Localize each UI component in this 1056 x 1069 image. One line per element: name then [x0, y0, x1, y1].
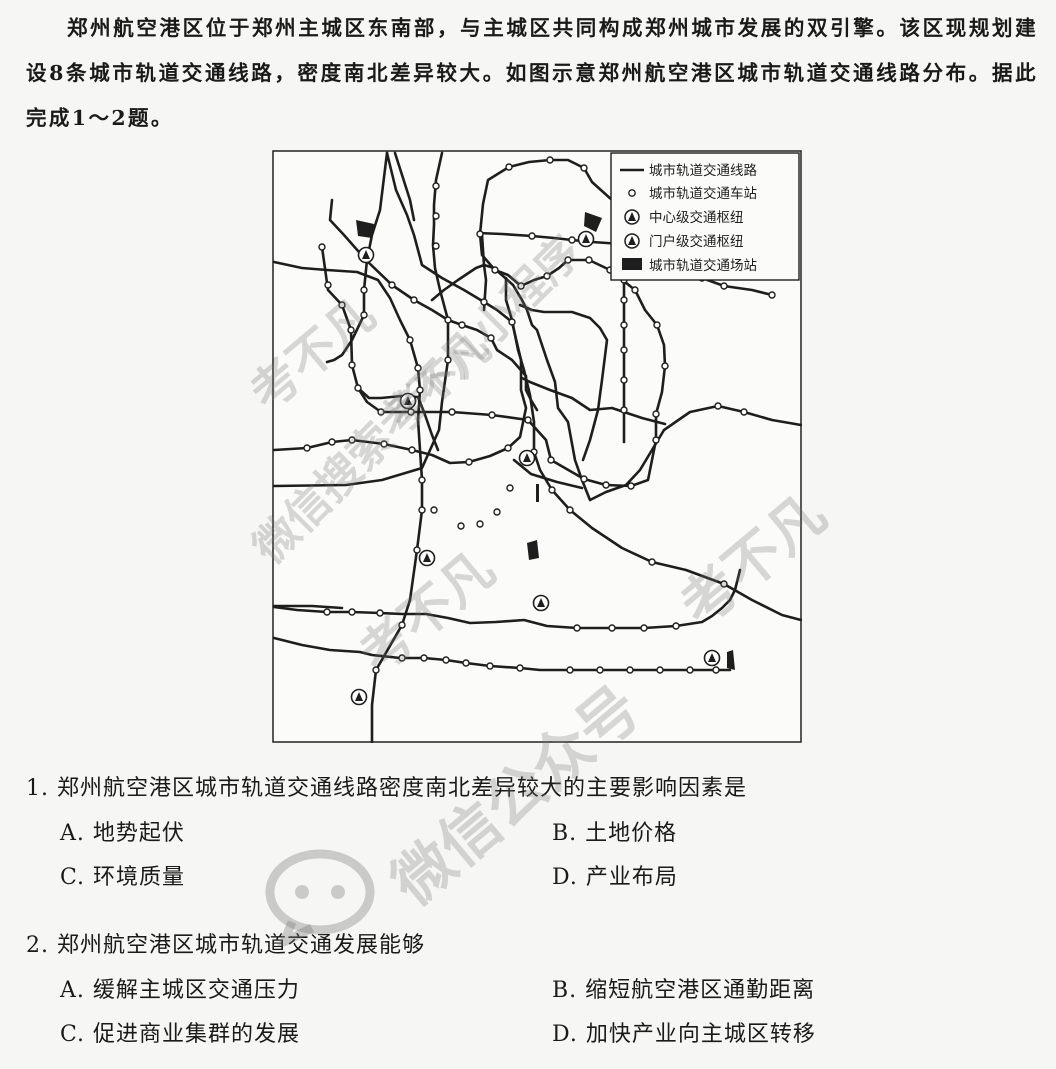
- depot-icon: [727, 650, 735, 670]
- q1-option-a[interactable]: A. 地势起伏: [60, 815, 185, 847]
- q2-option-d[interactable]: D. 加快产业向主城区转移: [552, 1016, 816, 1048]
- option-text: 加快产业向主城区转移: [585, 1022, 816, 1047]
- question-1-stem: 1. 郑州航空港区城市轨道交通线路密度南北差异较大的主要影响因素是: [26, 776, 747, 801]
- legend-label: 中心级交通枢纽: [649, 209, 744, 226]
- legend-label: 城市轨道交通线路: [649, 162, 757, 179]
- option-letter: A.: [60, 821, 85, 846]
- q2-option-a[interactable]: A. 缓解主城区交通压力: [60, 972, 300, 1004]
- central-hub-icon: [624, 209, 640, 225]
- depot-icon: [527, 540, 539, 560]
- depot-icon: [356, 220, 374, 238]
- rail-map: 城市轨道交通线路 城市轨道交通车站 中心级交通枢纽 门户级交通枢纽 城市轨道交通…: [272, 150, 802, 743]
- option-letter: B.: [552, 821, 578, 846]
- option-text: 促进商业集群的发展: [93, 1022, 301, 1047]
- central-hub-icon: [350, 688, 368, 706]
- central-hub-icon: [418, 549, 436, 567]
- legend-label: 门户级交通枢纽: [649, 233, 744, 250]
- option-text: 缓解主城区交通压力: [92, 978, 300, 1003]
- depots: [356, 212, 735, 670]
- option-text: 环境质量: [93, 865, 186, 890]
- central-hub-icon: [532, 594, 550, 612]
- legend-label: 城市轨道交通车站: [649, 185, 757, 202]
- q1-option-b[interactable]: B. 土地价格: [552, 815, 677, 847]
- option-letter: C.: [60, 1022, 86, 1047]
- option-letter: A.: [60, 978, 85, 1003]
- station-icon: [628, 189, 636, 197]
- option-letter: D.: [552, 865, 578, 890]
- central-hub-icon: [357, 246, 375, 264]
- central-hub-icon: [399, 392, 417, 410]
- depot-icon: [584, 212, 602, 232]
- gateway-hub-icon: [624, 233, 640, 249]
- option-text: 缩短航空港区通勤距离: [585, 978, 816, 1003]
- option-text: 地势起伏: [92, 821, 185, 846]
- option-text: 产业布局: [585, 865, 678, 890]
- option-letter: B.: [552, 978, 578, 1003]
- option-text: 土地价格: [585, 821, 678, 846]
- intro-paragraph: 郑州航空港区位于郑州主城区东南部，与主城区共同构成郑州城市发展的双引擎。该区现规…: [26, 16, 1038, 130]
- map-legend: 城市轨道交通线路 城市轨道交通车站 中心级交通枢纽 门户级交通枢纽 城市轨道交通…: [610, 152, 800, 281]
- gateway-hub-icon: [703, 649, 721, 667]
- option-letter: D.: [552, 1022, 578, 1047]
- central-hub-icon: [518, 449, 536, 467]
- q1-option-c[interactable]: C. 环境质量: [60, 859, 185, 891]
- question-2-stem: 2. 郑州航空港区城市轨道交通发展能够: [26, 933, 425, 958]
- depot-icon: [536, 484, 539, 502]
- depot-icon: [622, 258, 642, 270]
- q1-option-d[interactable]: D. 产业布局: [552, 859, 678, 891]
- gateway-hub-icon: [577, 230, 595, 248]
- q2-option-c[interactable]: C. 促进商业集群的发展: [60, 1016, 300, 1048]
- hubs: [350, 230, 721, 706]
- option-letter: C.: [60, 865, 86, 890]
- legend-label: 城市轨道交通场站: [649, 257, 757, 274]
- q2-option-b[interactable]: B. 缩短航空港区通勤距离: [552, 972, 815, 1004]
